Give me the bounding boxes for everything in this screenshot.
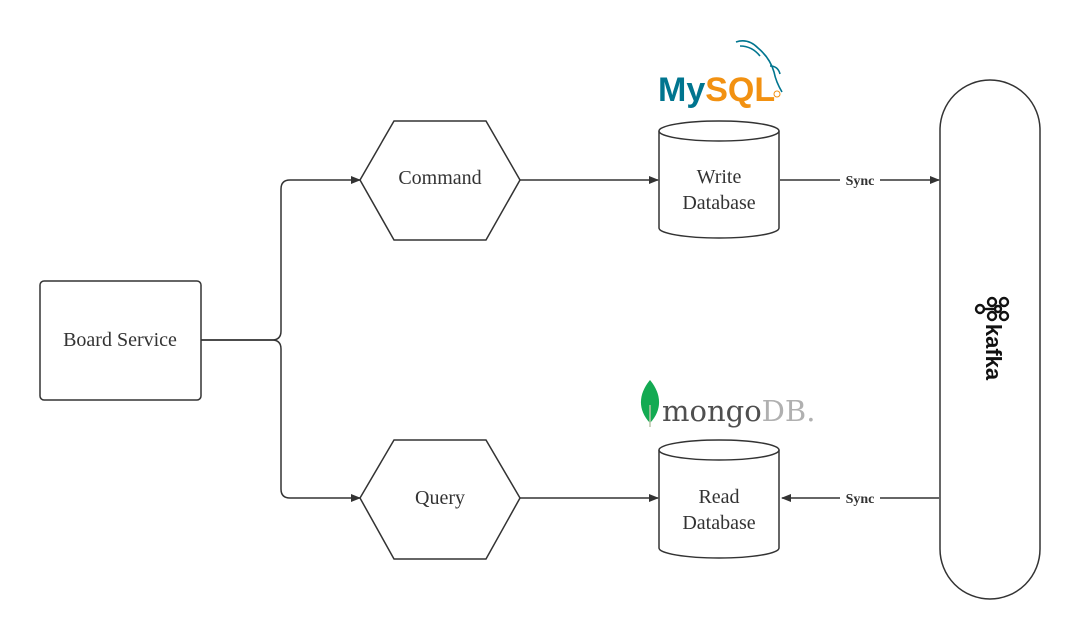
connectors bbox=[201, 176, 940, 502]
board-service-label: Board Service bbox=[63, 329, 177, 351]
board-service-node: Board Service bbox=[39, 280, 202, 401]
mongodb-wordmark: mongoDB. bbox=[662, 394, 815, 428]
mysql-sql: SQL bbox=[705, 71, 775, 109]
read-database-node: Read Database bbox=[658, 439, 780, 559]
write-database-label-line2: Database bbox=[682, 192, 755, 214]
kafka-icon bbox=[974, 296, 1010, 322]
registered-mark-icon bbox=[773, 90, 781, 98]
kafka-logo: kafka bbox=[974, 296, 1010, 381]
command-label: Command bbox=[398, 167, 481, 189]
read-sync-label-group: Sync bbox=[840, 489, 880, 507]
mongo-db-text: DB. bbox=[762, 394, 816, 428]
mysql-logo: MySQL bbox=[658, 40, 783, 109]
mysql-wordmark: MySQL bbox=[658, 71, 775, 109]
read-database-label-line1: Read bbox=[698, 486, 739, 508]
write-sync-label: Sync bbox=[846, 174, 875, 189]
kafka-wordmark: kafka bbox=[981, 324, 1006, 381]
mysql-my: My bbox=[658, 71, 705, 109]
query-node: Query bbox=[359, 439, 521, 560]
write-database-node: Write Database bbox=[658, 120, 780, 239]
kafka-node: kafka bbox=[939, 79, 1041, 600]
write-database-label-line1: Write bbox=[697, 166, 742, 188]
read-sync-label: Sync bbox=[846, 492, 875, 507]
read-database-label-line2: Database bbox=[682, 512, 755, 534]
write-sync-label-group: Sync bbox=[840, 171, 880, 189]
query-label: Query bbox=[415, 487, 465, 509]
connector-board-to-command bbox=[201, 176, 361, 341]
mongo-leaf-icon bbox=[640, 380, 660, 423]
dolphin-icon bbox=[735, 40, 783, 93]
connector-board-to-query bbox=[201, 339, 361, 502]
command-node: Command bbox=[359, 120, 521, 241]
mongo-text: mongo bbox=[662, 394, 762, 428]
mongodb-logo: mongoDB. bbox=[640, 380, 815, 428]
